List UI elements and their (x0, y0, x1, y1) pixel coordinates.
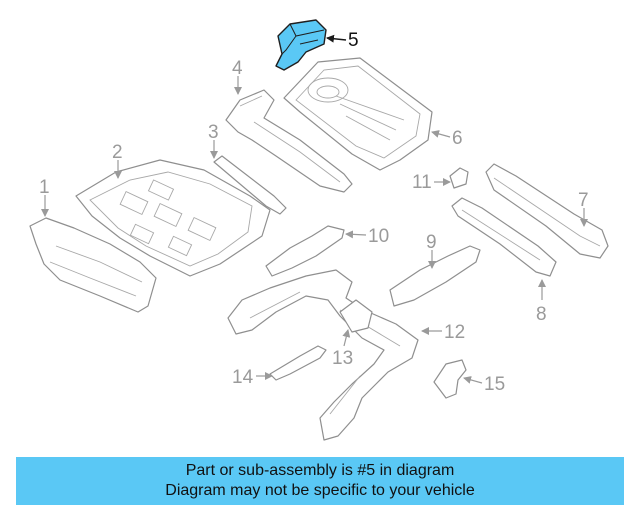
callout-5[interactable]: 5 (348, 30, 359, 51)
callout-15[interactable]: 15 (484, 374, 505, 395)
part-4-cross-member[interactable] (225, 89, 353, 193)
callout-14[interactable]: 14 (232, 367, 254, 388)
leader-15 (463, 376, 483, 384)
callout-4[interactable]: 4 (232, 58, 243, 79)
callout-2[interactable]: 2 (112, 142, 123, 163)
leader-10 (345, 230, 367, 239)
callout-6[interactable]: 6 (452, 128, 463, 149)
part-6-spare-tire-pan[interactable] (283, 57, 433, 171)
callout-10[interactable]: 10 (368, 226, 389, 247)
part-2-floor-pan[interactable] (75, 159, 271, 277)
part-3-rail[interactable] (213, 155, 287, 215)
callout-8[interactable]: 8 (536, 304, 547, 325)
part-8-side-rail[interactable] (451, 197, 557, 277)
leader-13 (342, 329, 351, 347)
leader-6 (431, 130, 451, 138)
callout-13[interactable]: 13 (332, 348, 353, 369)
part-14-piece[interactable] (269, 345, 327, 381)
part-11-bracket[interactable] (449, 167, 469, 189)
callout-7[interactable]: 7 (578, 190, 589, 211)
part-1-floor-section[interactable] (29, 217, 157, 313)
callout-3[interactable]: 3 (208, 122, 219, 143)
part-7-side-rail[interactable] (485, 163, 609, 259)
part-5-bracket[interactable] (275, 19, 327, 71)
part-9-member[interactable] (389, 245, 481, 307)
part-info-banner: Part or sub-assembly is #5 in diagram Di… (16, 457, 624, 505)
banner-part-line: Part or sub-assembly is #5 in diagram (185, 462, 455, 479)
part-15-bracket[interactable] (433, 359, 467, 399)
callout-9[interactable]: 9 (426, 232, 437, 253)
leader-5 (326, 34, 347, 43)
part-13-piece[interactable] (339, 299, 373, 333)
part-10-member[interactable] (265, 225, 345, 277)
callout-11[interactable]: 11 (412, 172, 432, 193)
part-12-rear-frame[interactable] (227, 269, 419, 441)
callout-12[interactable]: 12 (444, 322, 465, 343)
banner-disclaimer-line: Diagram may not be specific to your vehi… (165, 482, 475, 499)
callout-1[interactable]: 1 (39, 177, 50, 198)
